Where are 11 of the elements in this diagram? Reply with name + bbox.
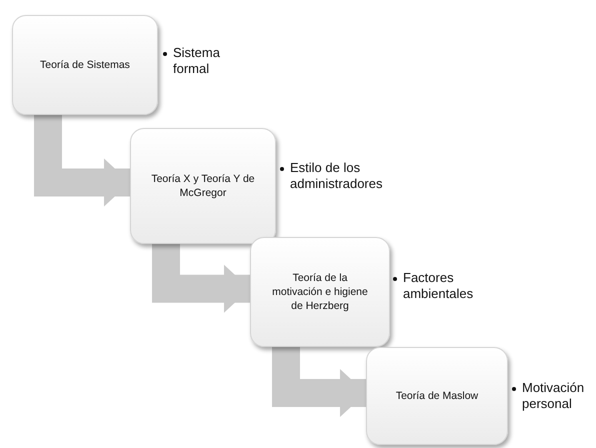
process-box: Teoría X y Teoría Y de McGregor — [130, 128, 276, 244]
bullet-text: Sistema formal — [173, 45, 221, 78]
bullet-text: Estilo de los administradores — [290, 160, 382, 192]
process-box: Teoría de Maslow — [366, 347, 508, 445]
bent-arrow — [152, 244, 250, 313]
process-box: Teoría de la motivación e higiene de Herzberg — [250, 237, 390, 347]
bullet-text: Motivación personal — [522, 380, 586, 412]
bullet-text: Factores ambientales — [403, 270, 474, 302]
bent-arrow — [272, 347, 366, 418]
bent-arrow — [34, 115, 130, 207]
process-box: Teoría de Sistemas — [12, 15, 158, 115]
